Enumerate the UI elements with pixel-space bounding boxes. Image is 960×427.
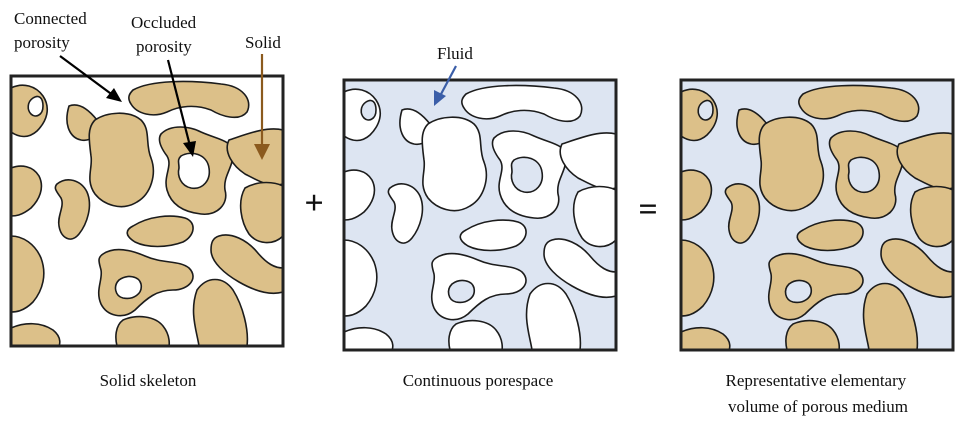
solid-skeleton-frame xyxy=(9,74,285,348)
porespace-panel xyxy=(344,80,616,350)
occluded-porosity-label: Occluded porosity xyxy=(131,13,200,56)
rev-caption-line-2: volume of porous medium xyxy=(728,397,908,416)
occluded-porosity-line-1: Occluded xyxy=(131,13,197,32)
solid-skeleton-caption: Solid skeleton xyxy=(100,371,197,390)
rev-caption-line-1: Representative elementary xyxy=(725,371,906,390)
solid-skeleton-panel xyxy=(11,76,283,346)
occluded-porosity-arrow xyxy=(166,59,196,157)
fluid-label: Fluid xyxy=(437,44,473,63)
plus-operator: + xyxy=(304,185,323,222)
solid-arrow xyxy=(254,54,270,160)
porespace-frame xyxy=(342,78,618,352)
connected-porosity-line-1: Connected xyxy=(14,9,87,28)
porespace-caption: Continuous porespace xyxy=(403,371,554,390)
occluded-porosity-line-2: porosity xyxy=(136,37,192,56)
rev-frame xyxy=(679,78,955,352)
connected-porosity-line-2: porosity xyxy=(14,33,70,52)
connected-porosity-arrow xyxy=(59,55,122,102)
equals-operator: = xyxy=(638,191,657,228)
rev-panel xyxy=(681,80,953,350)
solid-label: Solid xyxy=(245,33,281,52)
fluid-arrow xyxy=(434,65,457,106)
rev-caption: Representative elementary volume of poro… xyxy=(725,371,910,416)
connected-porosity-label: Connected porosity xyxy=(14,9,91,52)
